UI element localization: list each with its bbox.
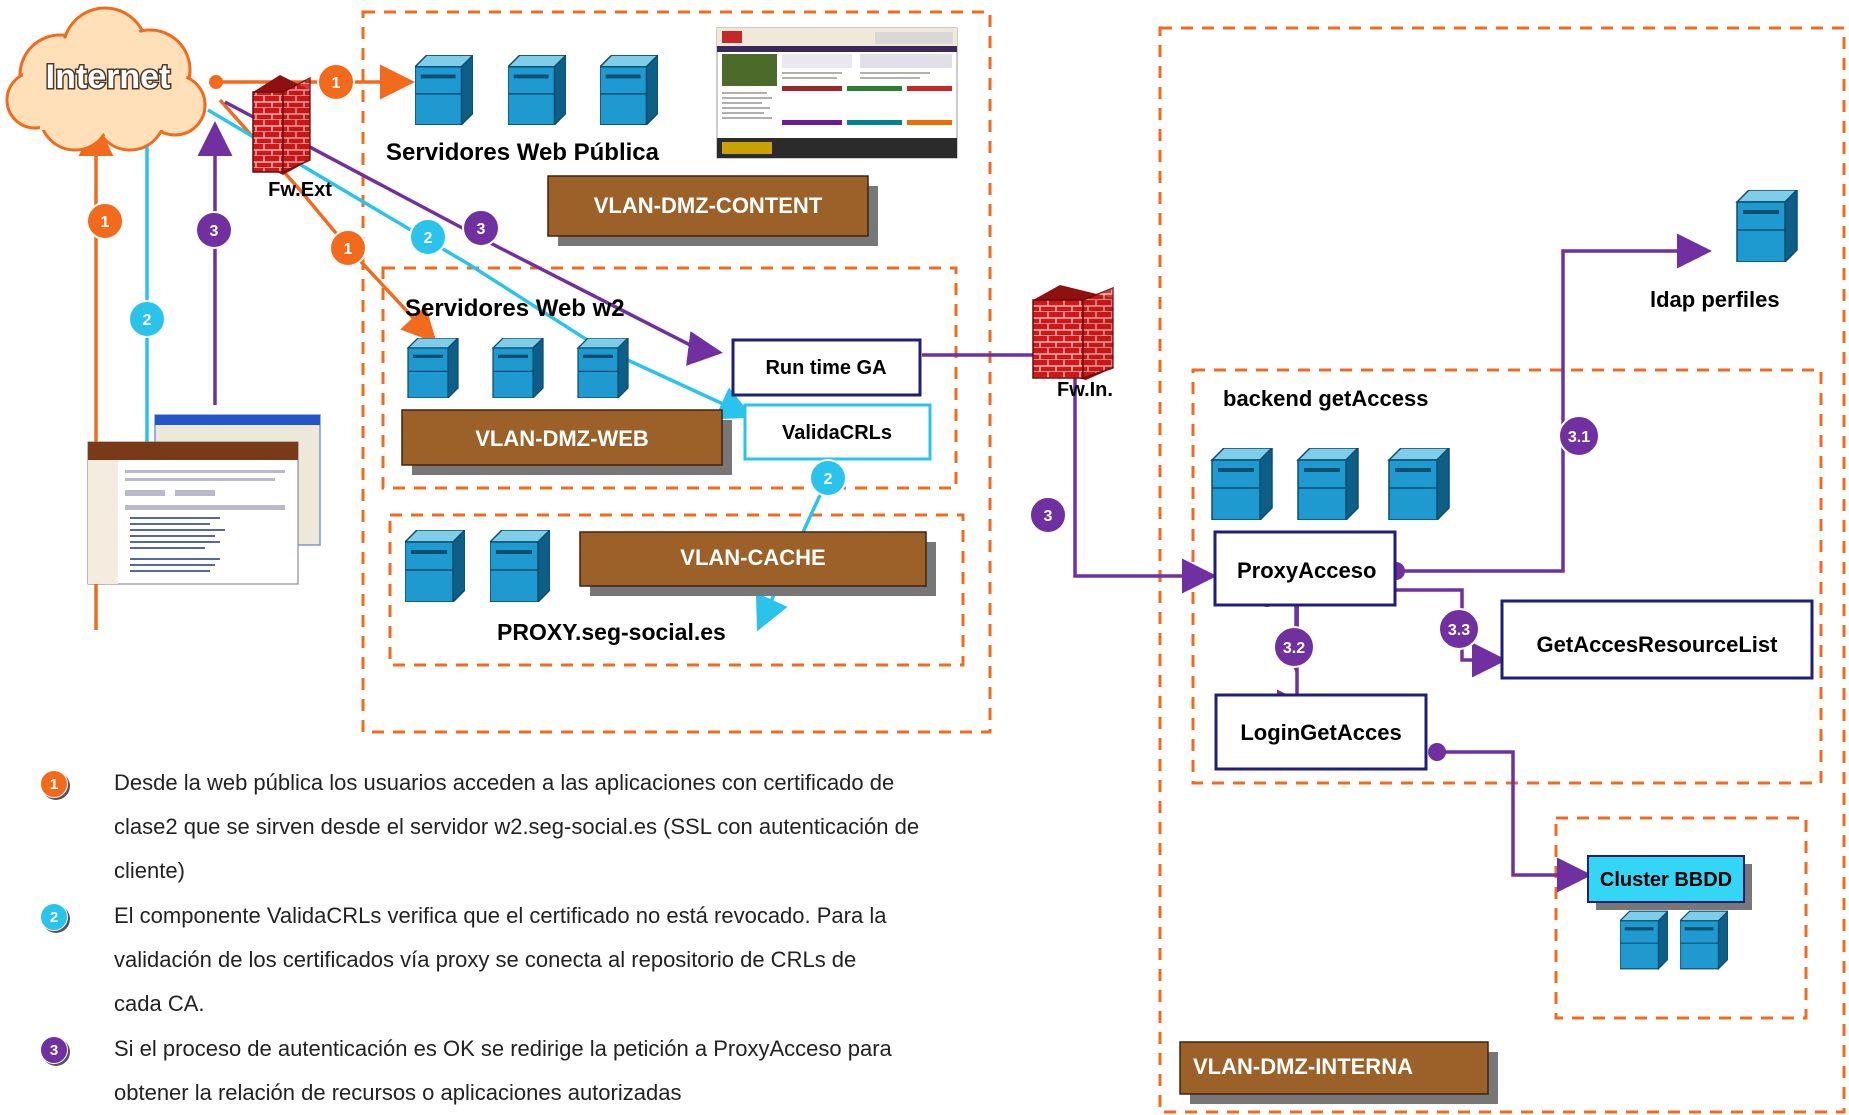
firewall-ext-label: Fw.Ext (268, 179, 332, 201)
logingetacces-label: LoginGetAcces (1240, 720, 1401, 745)
badge-3-1: 3.1 (1558, 415, 1600, 457)
vlan-content-box: VLAN-DMZ-CONTENT (547, 175, 878, 246)
validacrls-label: ValidaCRLs (782, 422, 892, 444)
badge-2-c: 2 (809, 459, 847, 497)
firewall-int-icon (1032, 285, 1114, 380)
svg-text:3.3: 3.3 (1448, 622, 1470, 639)
public-web-servers (415, 55, 658, 125)
dmz-zone (361, 10, 992, 734)
legend-text-2: El componente ValidaCRLs verifica que el… (114, 903, 887, 1016)
vlan-web-box: VLAN-DMZ-WEB (401, 409, 732, 475)
svg-text:3: 3 (1044, 508, 1053, 525)
badge-2-b: 2 (409, 218, 447, 256)
database-servers (1620, 910, 1728, 970)
cache-zone (388, 513, 965, 667)
svg-text:1: 1 (101, 214, 110, 231)
svg-text:3.1: 3.1 (1568, 429, 1590, 446)
legend-text-1: Desde la web pública los usuarios accede… (114, 770, 920, 883)
internal-zone (1158, 26, 1846, 1114)
vlan-interna-box: VLAN-DMZ-INTERNA (1179, 1041, 1498, 1104)
database-zone (1554, 816, 1808, 1020)
legend-text-3: Si el proceso de autenticación es OK se … (114, 1036, 892, 1105)
svg-text:2: 2 (424, 230, 433, 247)
badge-3-a: 3 (195, 211, 233, 249)
w2-web-label: Servidores Web w2 (405, 295, 625, 322)
badge-3-b: 3 (462, 209, 500, 247)
badge-3-c: 3 (1029, 496, 1067, 534)
ldap-label: ldap perfiles (1650, 287, 1780, 312)
firewall-int-label: Fw.In. (1057, 379, 1113, 401)
backend-label: backend getAccess (1223, 386, 1428, 411)
svg-text:1: 1 (344, 241, 353, 258)
vlan-interna-label: VLAN-DMZ-INTERNA (1193, 1054, 1413, 1079)
firewall-ext-icon (252, 75, 311, 175)
getacces-label: GetAccesResourceList (1537, 632, 1779, 657)
badge-2-a: 2 (128, 300, 166, 338)
backend-servers (1211, 448, 1450, 520)
svg-text:3.2: 3.2 (1283, 640, 1305, 657)
getacces-box: GetAccesResourceList (1500, 599, 1814, 680)
vlan-cache-box: VLAN-CACHE (579, 531, 936, 596)
logingetacces-box: LoginGetAcces (1214, 693, 1428, 771)
vlan-web-label: VLAN-DMZ-WEB (475, 426, 649, 451)
w2-servers (407, 338, 629, 398)
proxyacceso-label: ProxyAcceso (1237, 558, 1376, 583)
validacrls-box: ValidaCRLs (743, 403, 932, 461)
vlan-cache-label: VLAN-CACHE (680, 545, 825, 570)
public-website-screenshot (716, 27, 958, 159)
svg-text:2: 2 (143, 312, 152, 329)
runtime-ga-box: Run time GA (731, 338, 922, 397)
public-web-label: Servidores Web Pública (386, 139, 660, 166)
ldap-server (1736, 190, 1798, 262)
legend-item-2: 2 El componente ValidaCRLs verifica que … (40, 903, 1114, 1026)
svg-text:3: 3 (210, 223, 219, 240)
vlan-content-label: VLAN-DMZ-CONTENT (594, 193, 823, 218)
proxyacceso-box: ProxyAcceso (1213, 530, 1397, 607)
proxy-seg-label: PROXY.seg-social.es (497, 619, 726, 645)
internet-label: Internet (46, 58, 171, 96)
legend-badge-1: 1 (40, 770, 68, 798)
legend-badge-3: 3 (40, 1036, 68, 1064)
badge-1-a: 1 (86, 202, 124, 240)
cache-servers (405, 530, 550, 602)
badge-3-3: 3.3 (1438, 608, 1480, 650)
runtime-ga-label: Run time GA (765, 357, 886, 379)
cluster-bbdd-box: Cluster BBDD (1587, 855, 1752, 910)
svg-text:1: 1 (332, 75, 341, 92)
cluster-bbdd-label: Cluster BBDD (1600, 869, 1732, 891)
internet-connector (209, 75, 223, 89)
svg-text:3: 3 (477, 221, 486, 238)
badge-1-c: 1 (329, 229, 367, 267)
user-browser-screenshot (87, 414, 321, 585)
badge-3-2: 3.2 (1273, 626, 1315, 668)
legend-item-1: 1 Desde la web pública los usuarios acce… (40, 770, 1114, 893)
w2-zone (381, 266, 958, 490)
legend-badge-2: 2 (40, 903, 68, 931)
legend-item-3: 3 Si el proceso de autenticación es OK s… (40, 1036, 1114, 1115)
internet-cloud: Internet (5, 6, 207, 152)
svg-text:2: 2 (824, 471, 833, 488)
badge-1-b: 1 (317, 63, 355, 101)
